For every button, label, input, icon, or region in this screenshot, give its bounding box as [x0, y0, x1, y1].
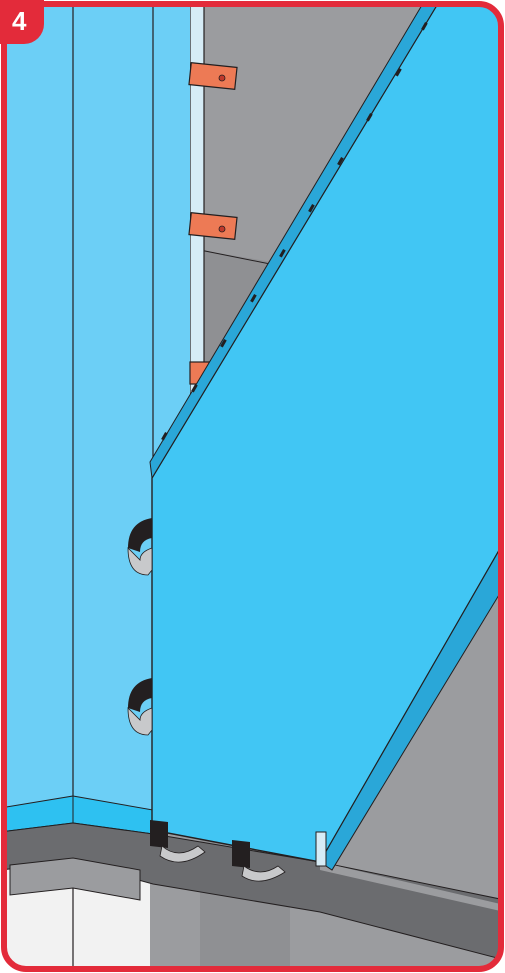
bracket	[189, 213, 237, 240]
left-wall-panel-3	[153, 0, 190, 470]
step-number: 4	[12, 6, 27, 36]
bracket	[189, 63, 237, 90]
step-badge: 4	[0, 0, 44, 44]
board-corner-profile	[316, 832, 326, 866]
left-wall-panel	[0, 0, 73, 810]
